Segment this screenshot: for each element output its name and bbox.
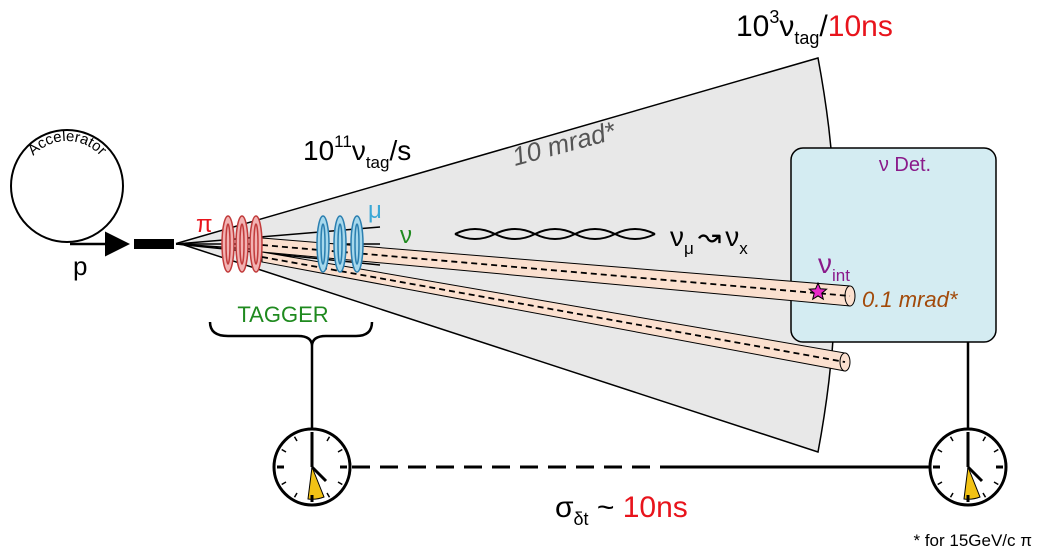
target-block [134, 239, 174, 249]
interaction-label: νint [818, 248, 850, 285]
pion-tagger-rings [221, 215, 263, 273]
clock-icon [928, 427, 1008, 507]
proton-label: p [73, 251, 87, 281]
star-icon [808, 281, 828, 301]
ring-icon [249, 215, 263, 273]
oscillation-label: νμ↝νx [670, 221, 748, 258]
muon-rings [316, 215, 364, 273]
ring-icon [221, 215, 235, 273]
neutrino-beam-lower [261, 251, 851, 372]
neutrino-label: ν [400, 222, 412, 249]
tag-rate-label: 1011νtag/s [303, 132, 411, 172]
ring-icon [235, 215, 249, 273]
tagger-label: TAGGER [237, 302, 328, 327]
clock-icon [272, 427, 352, 507]
ring-icon [333, 215, 347, 273]
ring-icon [316, 215, 330, 273]
timing-resolution-label: σδt ~ 10ns [555, 491, 688, 529]
detector-box [790, 147, 997, 343]
muon-label: μ [368, 197, 382, 224]
ring-icon [350, 215, 364, 273]
window-rate-label: 103νtag/10ns [736, 7, 893, 48]
oscillation-wave [454, 228, 656, 240]
beam-cone-angle: 0.1 mrad* [862, 287, 959, 312]
accelerator-ring [10, 129, 124, 243]
footnote: * for 15GeV/c π [913, 531, 1032, 550]
pion-label: π [196, 211, 213, 238]
detector-label: ν Det. [879, 154, 931, 176]
